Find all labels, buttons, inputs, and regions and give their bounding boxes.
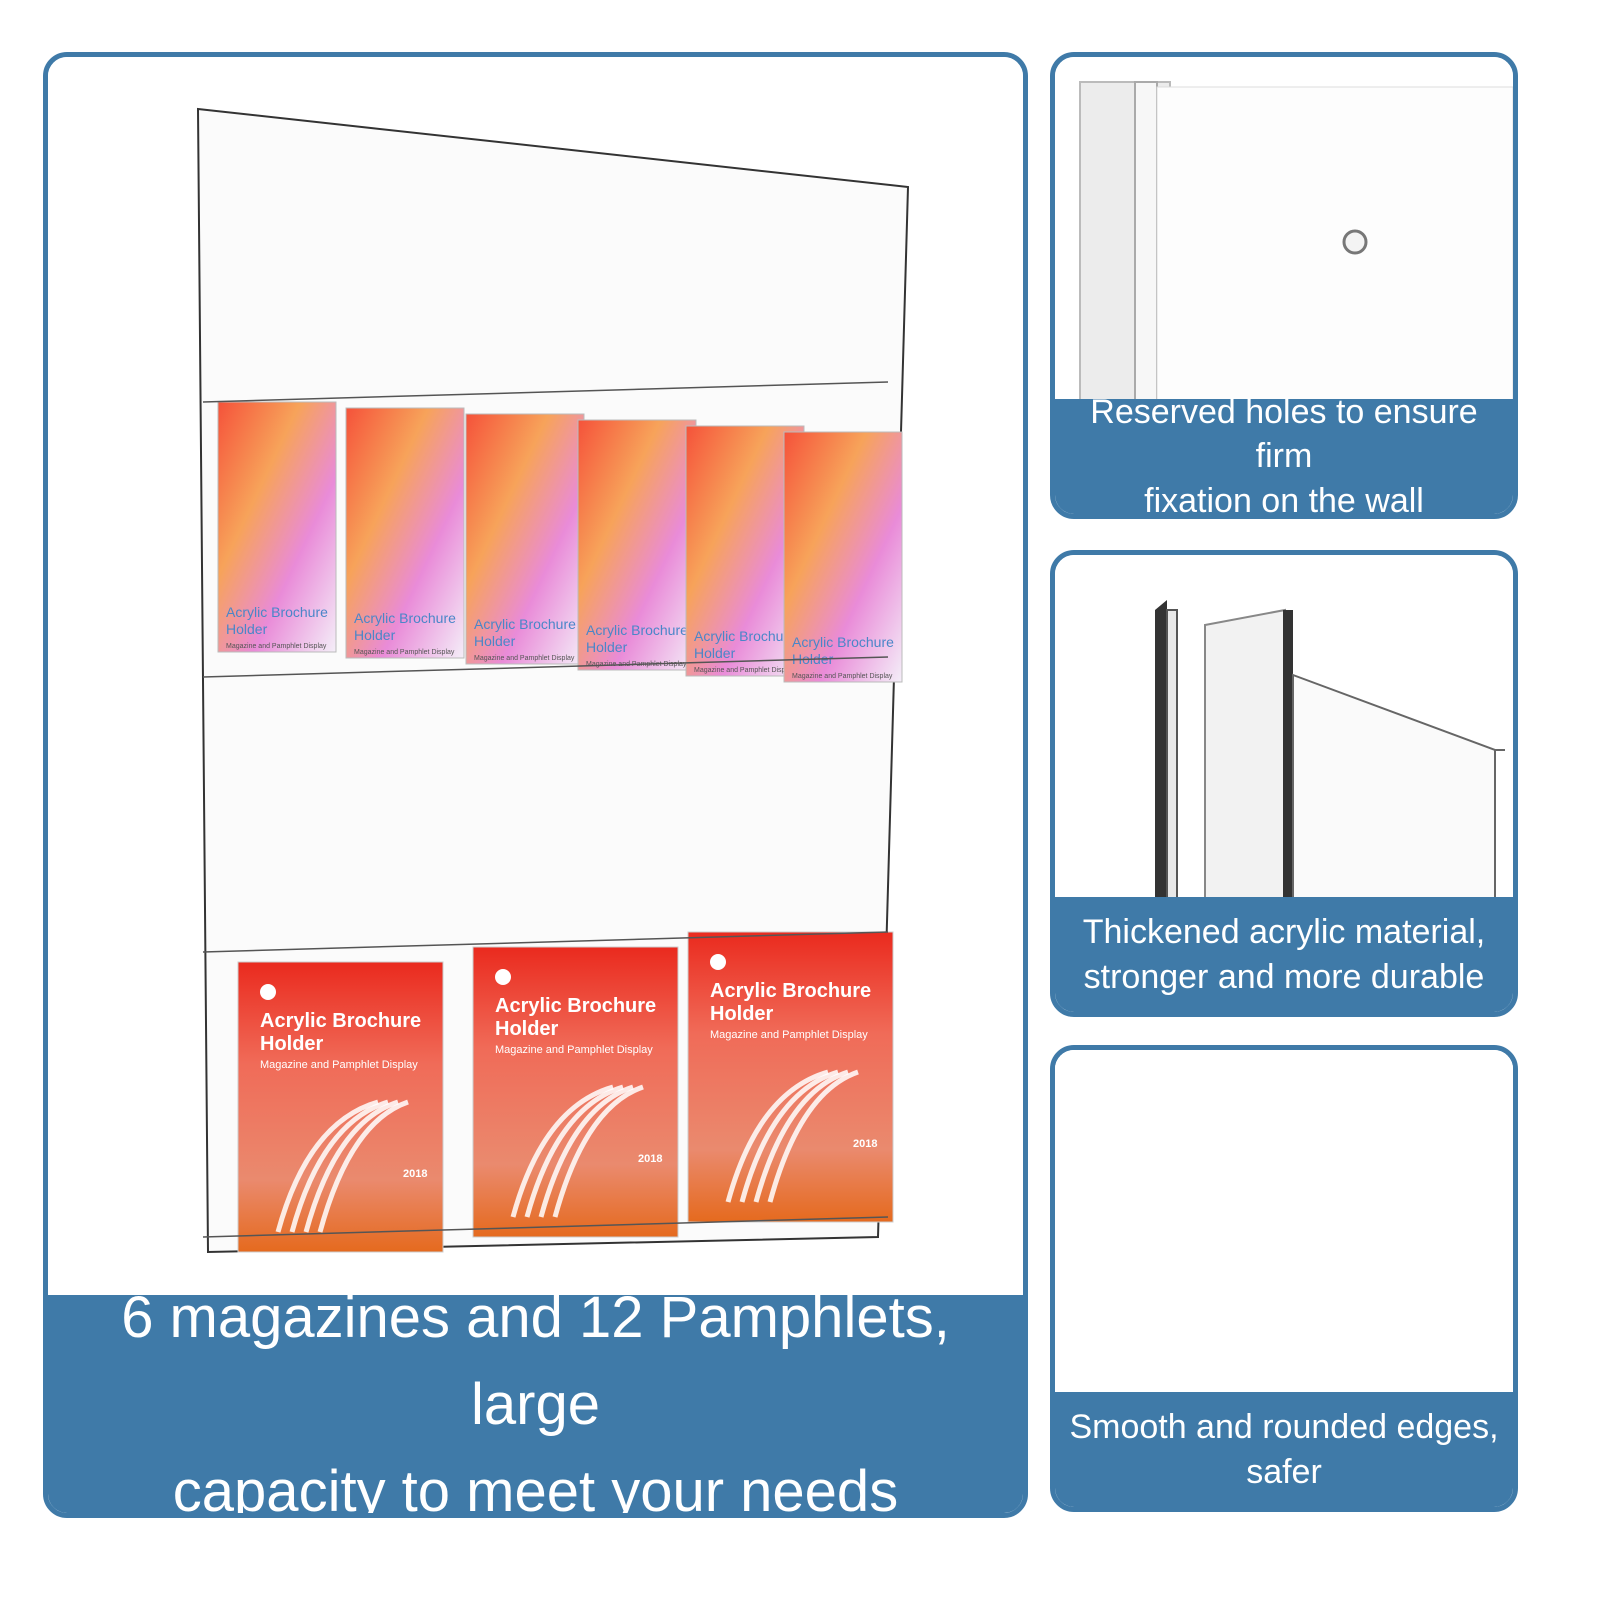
magazine-subtitle: Magazine and Pamphlet Display <box>260 1059 418 1071</box>
magazine-logo-icon <box>710 954 726 970</box>
main-caption: 6 magazines and 12 Pamphlets, large capa… <box>48 1285 1023 1513</box>
rounded-edge-closeup <box>1055 1050 1513 1397</box>
pamphlet-subtitle: Magazine and Pamphlet Display <box>694 667 795 674</box>
pocket-edge <box>202 656 889 678</box>
magazine-subtitle: Magazine and Pamphlet Display <box>710 1029 868 1041</box>
pocket-edge <box>202 381 889 403</box>
magazine-title-line2: Holder <box>260 1033 324 1055</box>
pamphlet-title-line2: Holder <box>226 621 268 637</box>
pocket-outlines <box>202 381 889 1238</box>
magazine-title-line2: Holder <box>710 1003 774 1025</box>
pamphlet-title-line2: Holder <box>586 639 628 655</box>
pamphlet-title: Acrylic Brochure <box>792 634 894 650</box>
feature-panel-thickness: Thickened acrylic material, stronger and… <box>1050 550 1518 1017</box>
acrylic-thickness-closeup <box>1155 600 1505 901</box>
pamphlet-title: Acrylic Brochure <box>586 622 688 638</box>
mounting-hole-icon <box>1342 229 1368 255</box>
pamphlet-subtitle: Magazine and Pamphlet Display <box>354 649 455 656</box>
pamphlet-subtitle: Magazine and Pamphlet Display <box>792 673 893 680</box>
pamphlet-title-line2: Holder <box>474 633 516 649</box>
feature-image-holes <box>1055 57 1513 404</box>
feature-caption-holes: Reserved holes to ensure firm fixation o… <box>1055 393 1513 514</box>
magazine-title: Acrylic Brochure <box>710 980 871 1002</box>
magazine-title: Acrylic Brochure <box>495 995 656 1017</box>
magazine-year: 2018 <box>403 1168 427 1180</box>
pocket-edge <box>202 931 889 953</box>
magazine-logo-icon <box>260 984 276 1000</box>
feature-caption-edges: Smooth and rounded edges, safer <box>1055 1392 1513 1507</box>
pamphlet-title: Acrylic Brochure <box>226 604 328 620</box>
pamphlet-title: Acrylic Brochure <box>474 616 576 632</box>
pamphlet-title-line2: Holder <box>694 645 736 661</box>
feature-caption-thickness: Thickened acrylic material, stronger and… <box>1055 897 1513 1012</box>
pamphlet-subtitle: Magazine and Pamphlet Display <box>474 655 575 662</box>
pamphlet-title: Acrylic Brochure <box>354 610 456 626</box>
feature-image-thickness <box>1055 555 1513 902</box>
feature-panel-edges: Smooth and rounded edges, safer <box>1050 1045 1518 1512</box>
magazine-title: Acrylic Brochure <box>260 1010 421 1032</box>
magazine-year: 2018 <box>853 1138 877 1150</box>
pamphlet-title: Acrylic Brochure <box>694 628 796 644</box>
feature-image-edges <box>1055 1050 1513 1397</box>
pamphlet-title-line2: Holder <box>354 627 396 643</box>
magazine-year: 2018 <box>638 1153 662 1165</box>
feature-panel-holes: Reserved holes to ensure firm fixation o… <box>1050 52 1518 519</box>
pocket-edge <box>202 1216 889 1238</box>
magazine-subtitle: Magazine and Pamphlet Display <box>495 1044 653 1056</box>
magazine-logo-icon <box>495 969 511 985</box>
reserved-hole-closeup <box>1079 81 1513 404</box>
pamphlet-subtitle: Magazine and Pamphlet Display <box>226 643 327 650</box>
magazine-title-line2: Holder <box>495 1018 559 1040</box>
